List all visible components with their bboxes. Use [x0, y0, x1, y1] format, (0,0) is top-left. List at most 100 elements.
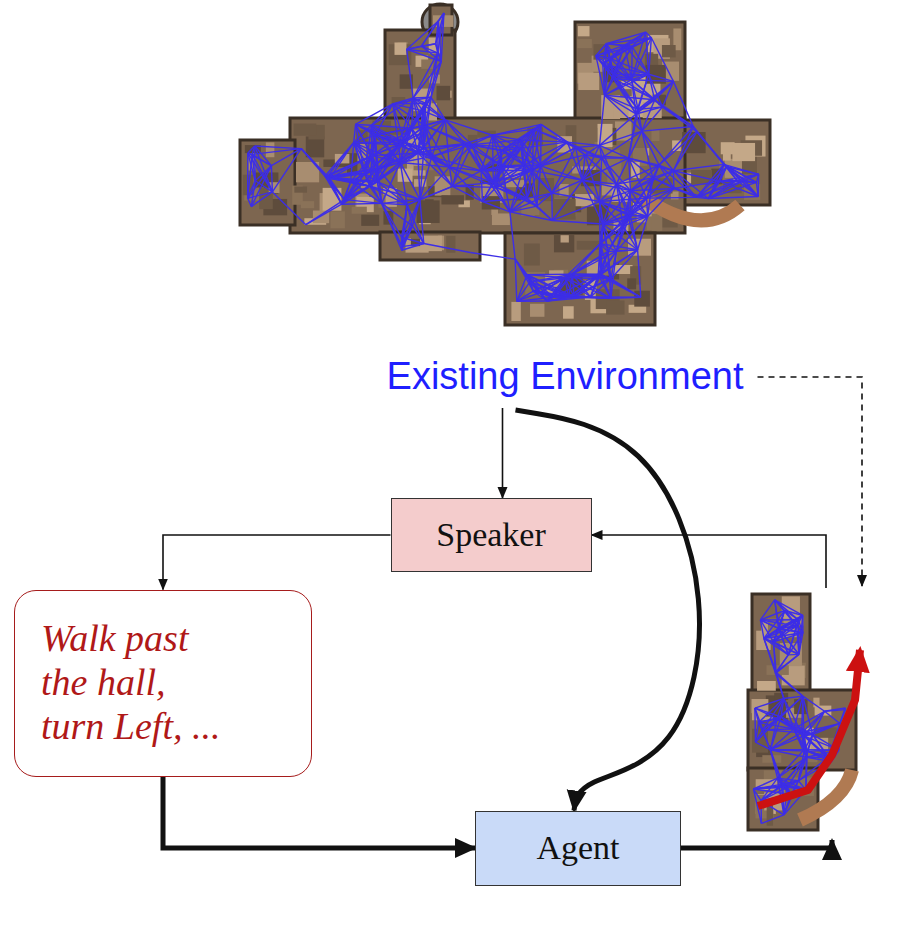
- instruction-box: Walk past the hall, turn Left, ...: [14, 590, 312, 777]
- nav-graph-edge: [596, 56, 605, 95]
- nav-graph-edge: [600, 202, 628, 216]
- nav-graph-edge: [421, 46, 441, 61]
- map-connector: [592, 535, 827, 588]
- connector-arrow: [163, 777, 475, 849]
- floor-texture: [723, 149, 731, 160]
- nav-graph-edge: [632, 38, 652, 80]
- nav-graph-edge: [252, 154, 255, 180]
- nav-graph-edge: [651, 38, 673, 82]
- nav-graph-edge: [402, 243, 424, 250]
- nav-graph-edge: [252, 154, 271, 165]
- nav-graph-edge: [375, 135, 404, 142]
- nav-graph-edge: [431, 61, 441, 97]
- nav-graph-edge: [673, 127, 693, 171]
- nav-graph-edge: [745, 174, 759, 180]
- nav-graph-edge: [600, 198, 647, 201]
- nav-graph-edge: [697, 132, 727, 167]
- floor-texture: [662, 45, 676, 57]
- nav-graph-edge: [600, 145, 602, 158]
- nav-graph-edge: [755, 717, 781, 742]
- nav-graph-edge: [344, 182, 350, 200]
- nav-graph-edge: [788, 633, 803, 655]
- nav-graph-edge: [272, 149, 301, 192]
- floor-texture: [294, 124, 317, 136]
- nav-graph-edge: [600, 158, 602, 202]
- floor-texture: [266, 142, 275, 157]
- nav-graph-edge: [775, 600, 803, 616]
- nav-graph-edge: [301, 149, 329, 179]
- nav-graph-edge: [501, 151, 524, 165]
- nav-graph-edge: [720, 181, 758, 196]
- nav-graph-edge: [673, 171, 719, 182]
- floor-texture: [352, 207, 367, 214]
- nav-graph-edge: [351, 181, 378, 182]
- floor-texture: [563, 306, 574, 318]
- nav-graph-edge: [452, 186, 496, 187]
- nav-graph-edge: [481, 171, 482, 202]
- nav-graph-edge: [775, 655, 788, 674]
- nav-graph-edge: [787, 781, 798, 787]
- nav-graph-edge: [797, 626, 803, 633]
- nav-graph-edge: [404, 126, 425, 142]
- nav-graph-edge: [585, 155, 602, 158]
- floor-texture: [301, 201, 314, 208]
- nav-graph-edge: [377, 142, 404, 182]
- node-text: Speaker: [436, 516, 546, 554]
- nav-graph-edge: [354, 135, 375, 142]
- floor-region: [290, 118, 685, 233]
- nav-graph-edge: [330, 178, 351, 181]
- nav-graph-edge: [449, 167, 493, 182]
- nav-graph-edge: [407, 21, 439, 49]
- nav-graph-edge: [600, 184, 617, 201]
- nav-graph-edge: [636, 81, 673, 114]
- nav-graph-edge: [493, 140, 521, 183]
- nav-graph-edge: [628, 215, 648, 216]
- nav-graph-edge: [351, 174, 365, 182]
- nav-graph-edge: [770, 736, 803, 750]
- floor-texture: [294, 187, 307, 193]
- nav-graph-edge: [354, 143, 378, 169]
- nav-graph-edge: [493, 151, 501, 183]
- nav-graph-edge: [375, 126, 425, 135]
- floor-region: [575, 22, 685, 122]
- connector-arrow: [502, 408, 504, 498]
- nav-graph-edge: [600, 215, 628, 244]
- nav-graph-edge: [755, 708, 781, 717]
- nav-graph-edge: [420, 200, 424, 244]
- nav-graph-edge: [629, 158, 653, 178]
- nav-graph-edge: [255, 146, 301, 149]
- nav-graph-edge: [255, 146, 272, 166]
- nav-graph-edge: [764, 638, 776, 673]
- nav-graph-edge: [781, 717, 804, 736]
- nav-graph-edge: [600, 95, 605, 145]
- nav-graph-edge: [251, 166, 271, 207]
- nav-graph-edge: [306, 200, 345, 225]
- nav-graph-edge: [642, 127, 693, 132]
- nav-graph-edge: [802, 696, 804, 736]
- connector-arrow: [163, 535, 391, 590]
- nav-graph-edge: [524, 165, 552, 193]
- nav-graph-edge: [647, 178, 653, 198]
- nav-graph-edge: [420, 167, 450, 199]
- nav-graph-edge: [418, 153, 420, 199]
- nav-graph-edge: [554, 275, 599, 297]
- nav-graph-edge: [382, 203, 402, 237]
- nav-graph-edge: [382, 200, 420, 204]
- nav-graph-edge: [554, 296, 591, 298]
- nav-graph-edge: [541, 166, 552, 193]
- nav-graph-edge: [482, 183, 493, 202]
- nav-graph-edge: [642, 100, 655, 131]
- nav-graph-edge: [775, 673, 802, 696]
- floor-texture: [627, 278, 636, 289]
- nav-graph-edge: [552, 155, 585, 193]
- nav-graph-edge: [613, 45, 624, 74]
- nav-graph-edge: [552, 220, 602, 224]
- nav-graph-edge: [365, 142, 404, 174]
- nav-graph-edge: [425, 61, 441, 103]
- nav-graph-edge: [636, 114, 642, 131]
- floor-texture: [524, 244, 540, 266]
- nav-graph-edge: [521, 140, 524, 165]
- nav-graph-edge: [547, 297, 590, 301]
- nav-graph-edge: [600, 244, 608, 252]
- nav-graph-edge: [613, 75, 631, 80]
